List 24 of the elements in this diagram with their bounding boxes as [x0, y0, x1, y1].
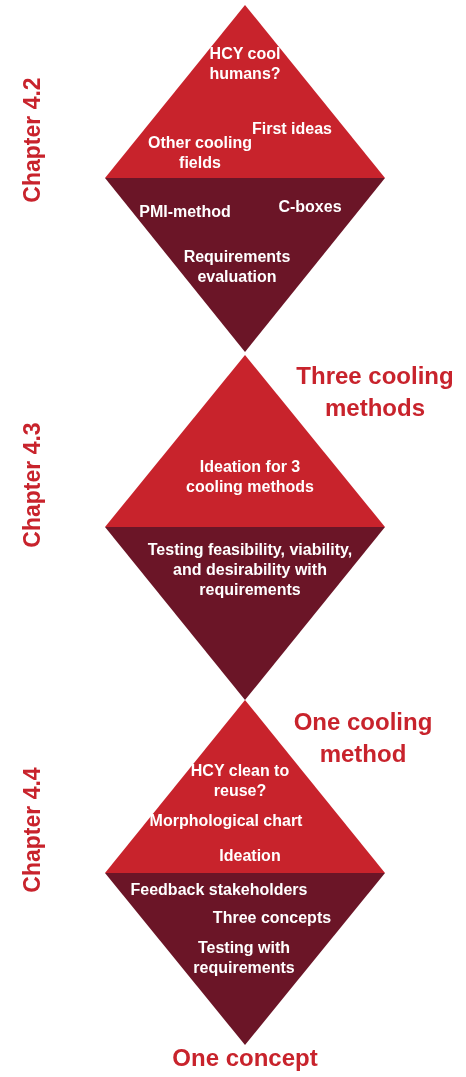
step-text: HCY clean to reuse? [190, 761, 290, 801]
phase-triangle [105, 873, 385, 1045]
step-text: Requirements evaluation [182, 247, 292, 287]
phase-triangle [105, 178, 385, 352]
phase-triangle [105, 527, 385, 700]
step-text: Testing feasibility, viability, and desirability with requirements [146, 540, 354, 600]
step-text: First ideas [251, 119, 333, 139]
outcome-label: One cooling method [292, 707, 434, 769]
step-text: Ideation for 3 cooling methods [185, 457, 315, 497]
outcome-label: One concept [171, 1043, 319, 1073]
step-text: Morphological chart [148, 811, 304, 831]
phase-triangle [105, 5, 385, 178]
step-text: Three concepts [211, 908, 333, 928]
step-text: C-boxes [277, 197, 343, 217]
chapter-label: Chapter 4.3 [18, 422, 46, 548]
outcome-label: Three cooling methods [295, 361, 455, 423]
chapter-label: Chapter 4.4 [18, 767, 46, 893]
step-text: Ideation [218, 846, 282, 866]
step-text: HCY cool humans? [208, 44, 282, 84]
step-text: Feedback stakeholders [129, 880, 309, 900]
step-text: PMI-method [138, 202, 232, 222]
step-text: Other cooling fields [147, 133, 253, 173]
step-text: Testing with requirements [192, 938, 296, 978]
chapter-label: Chapter 4.2 [18, 77, 46, 203]
